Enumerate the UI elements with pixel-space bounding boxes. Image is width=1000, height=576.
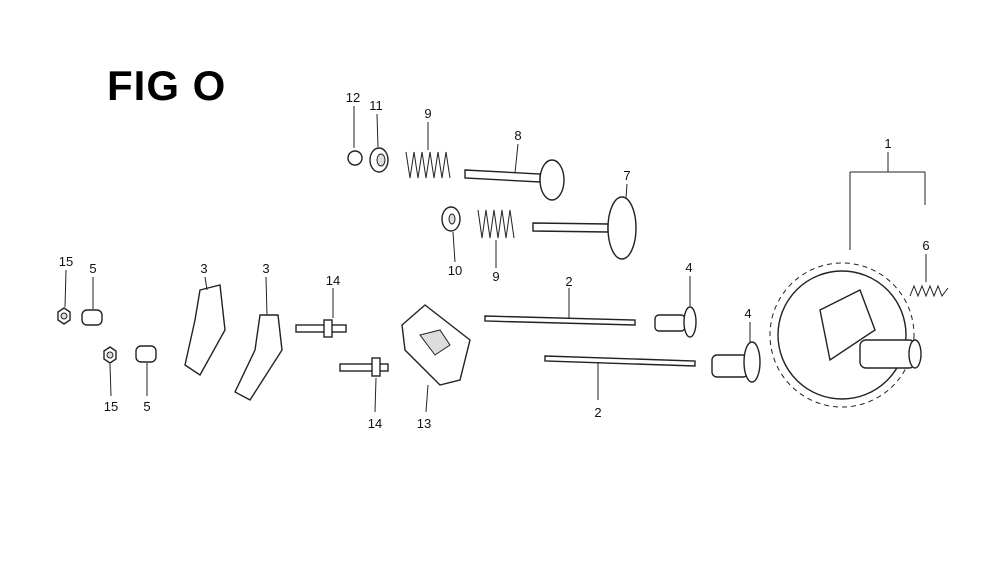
part-11-retainer: 11	[369, 98, 389, 173]
callout-15: 15	[104, 399, 118, 414]
part-2-pushrod-lower: 2	[544, 355, 696, 420]
part-3-rocker-arm-right: 3	[234, 261, 283, 401]
callout-15: 15	[59, 254, 73, 269]
part-15-nut-lower: 15	[103, 346, 118, 414]
callout-8: 8	[514, 128, 521, 143]
part-6-spring: 6	[909, 238, 949, 298]
part-10-retainer: 10	[441, 206, 462, 278]
callout-13: 13	[417, 416, 431, 431]
callout-1: 1	[884, 136, 891, 151]
part-8-exhaust-valve: 8	[464, 128, 565, 201]
part-15-nut-upper: 15	[57, 254, 73, 325]
part-7-intake-valve: 7	[532, 168, 637, 260]
part-4-lifter-lower: 4	[711, 306, 761, 383]
callout-3: 3	[200, 261, 207, 276]
callout-9: 9	[492, 269, 499, 284]
part-5-pivot-upper: 5	[81, 261, 103, 326]
callout-5: 5	[89, 261, 96, 276]
part-9-valve-spring-upper: 9	[405, 106, 451, 179]
callout-6: 6	[922, 238, 929, 253]
part-13-guide-plate: 13	[401, 304, 471, 431]
part-3-rocker-arm-left: 3	[184, 261, 226, 377]
part-5-pivot-lower: 5	[135, 345, 157, 414]
callout-4: 4	[744, 306, 751, 321]
figure-title: FIG O	[107, 62, 227, 109]
part-14-stud-lower: 14	[339, 357, 389, 431]
part-4-lifter-upper: 4	[654, 260, 697, 338]
callout-3: 3	[262, 261, 269, 276]
part-12-valve-cap: 12	[346, 90, 363, 166]
part-9-valve-spring-lower: 9	[477, 209, 515, 284]
callout-11: 11	[369, 98, 383, 113]
part-2-pushrod-upper: 2	[484, 274, 636, 326]
callout-7: 7	[623, 168, 630, 183]
part-14-stud-upper: 14	[295, 273, 347, 338]
callout-10: 10	[448, 263, 462, 278]
callout-4: 4	[685, 260, 692, 275]
callout-14: 14	[326, 273, 340, 288]
callout-9: 9	[424, 106, 431, 121]
part-1-camshaft-gear: 1	[769, 136, 926, 408]
callout-12: 12	[346, 90, 360, 105]
callout-14: 14	[368, 416, 382, 431]
callout-5: 5	[143, 399, 150, 414]
callout-2: 2	[565, 274, 572, 289]
callout-2: 2	[594, 405, 601, 420]
